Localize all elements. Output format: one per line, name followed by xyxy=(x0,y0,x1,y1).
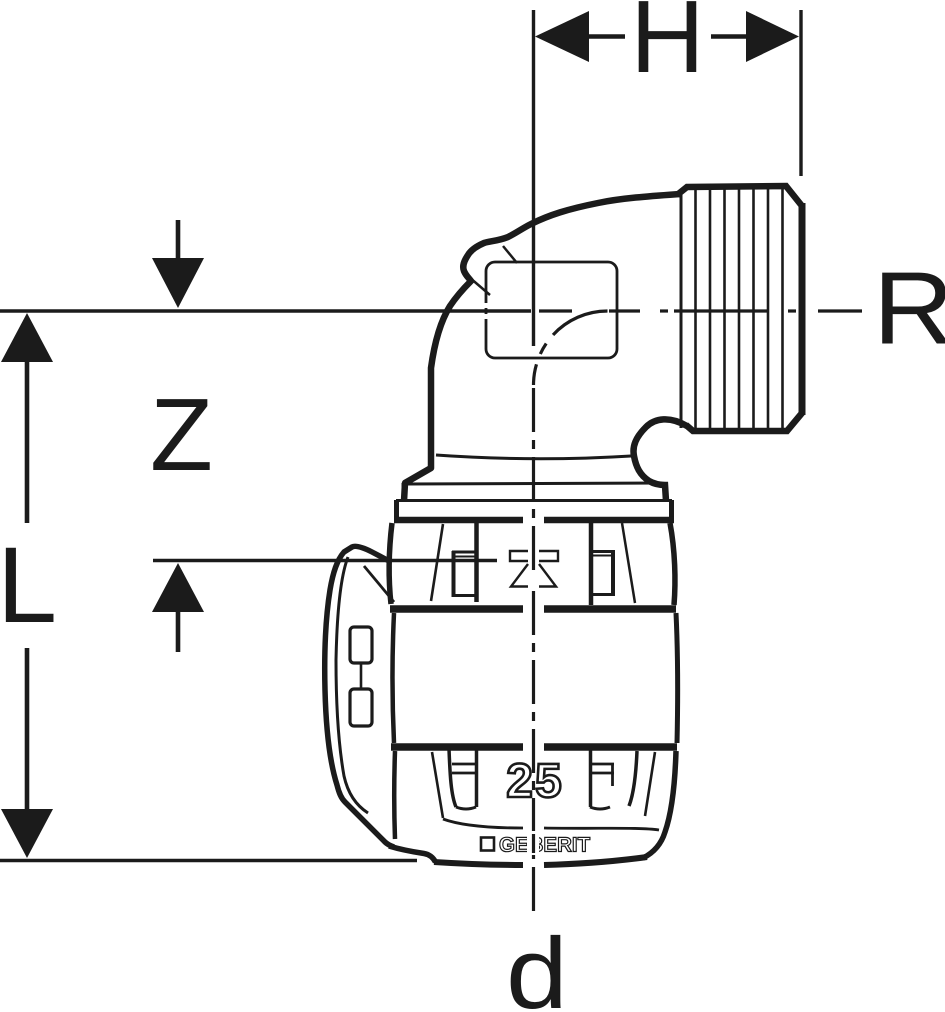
svg-text:d: d xyxy=(506,918,568,1012)
svg-text:Z: Z xyxy=(150,377,213,492)
svg-text:GEBERIT: GEBERIT xyxy=(499,834,591,857)
svg-text:R: R xyxy=(873,251,945,366)
svg-text:L: L xyxy=(0,524,57,645)
svg-text:H: H xyxy=(630,0,704,94)
svg-text:25: 25 xyxy=(506,755,563,808)
